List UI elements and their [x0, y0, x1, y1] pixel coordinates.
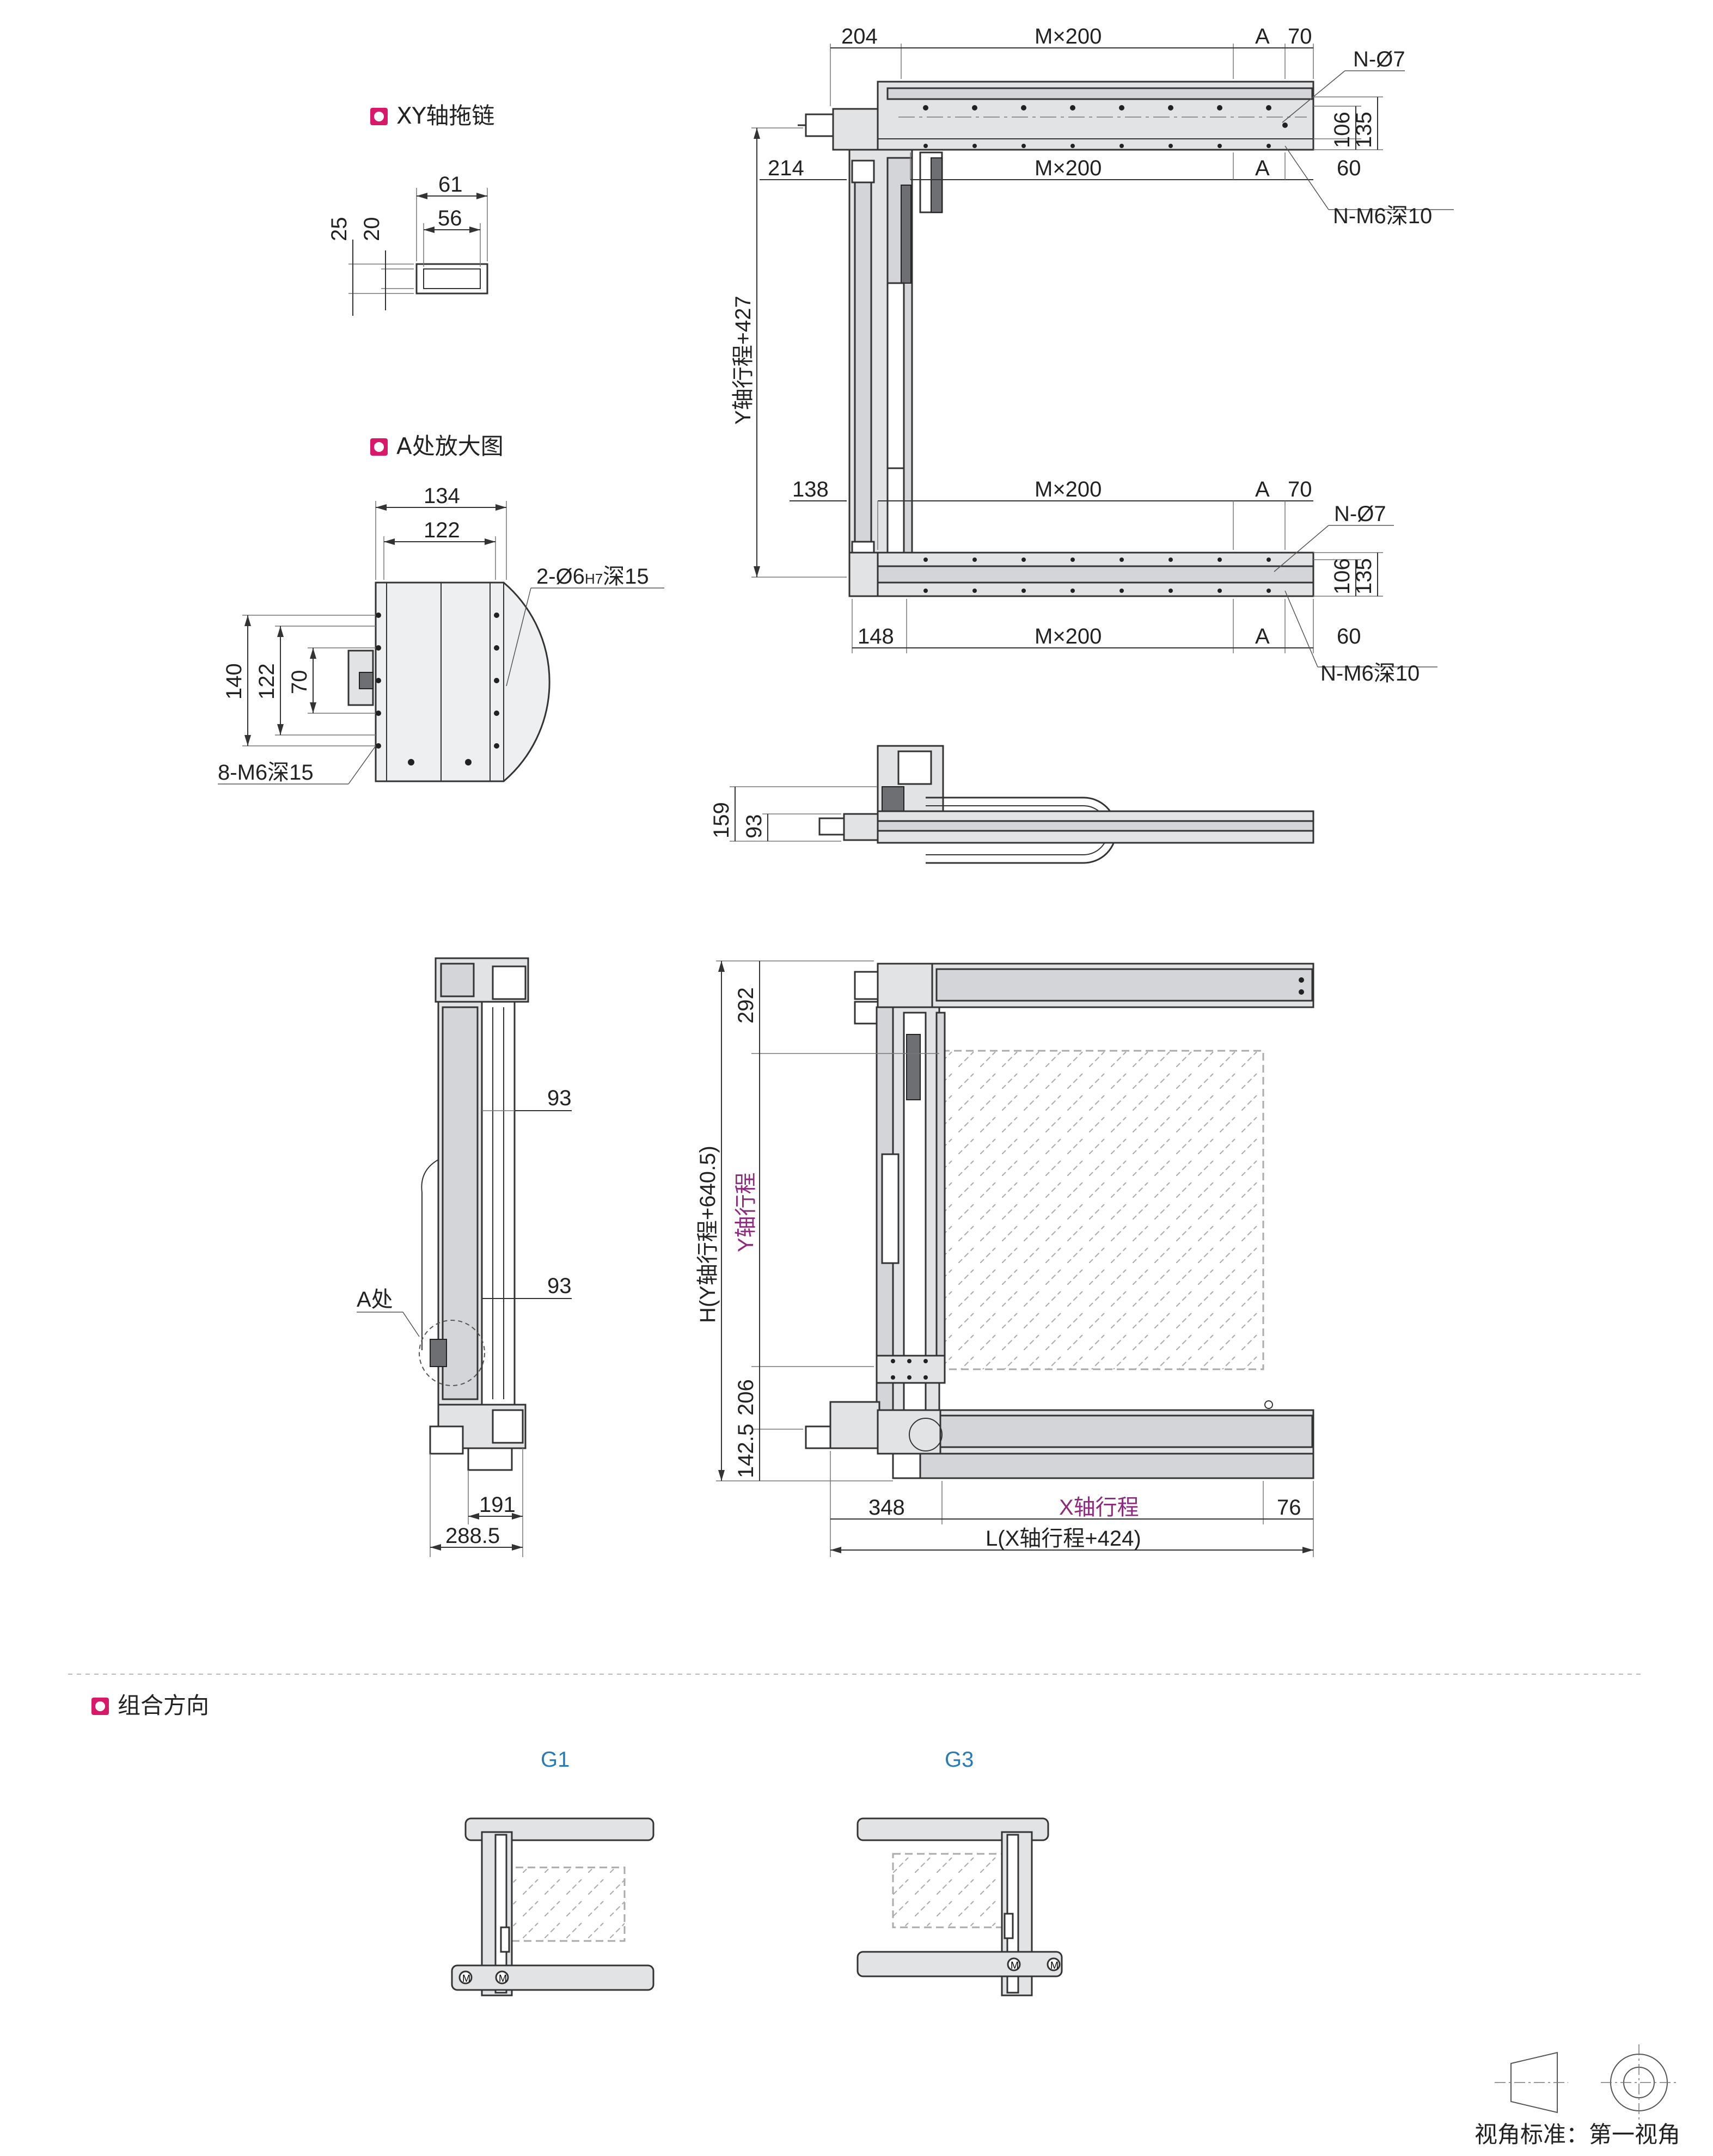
g1-bottom-beam — [451, 1964, 654, 1991]
dim-top-pitch: M×200 — [1035, 24, 1102, 48]
section-drag-chain: XY轴拖链 — [370, 102, 494, 129]
dim-76: 76 — [1277, 1496, 1301, 1520]
dim-top-70: 70 — [1288, 24, 1312, 48]
dim-bottom-a: A — [1255, 624, 1270, 648]
dim-292: 292 — [734, 987, 758, 1024]
main-view: H(Y轴行程+640.5) 292 Y轴行程 206 142.5 348 X轴行… — [696, 960, 1314, 1557]
g3-motor-mark-2: M — [1050, 1960, 1059, 1971]
section-title-drag-chain: XY轴拖链 — [396, 102, 494, 129]
dim-bottom-pitch: M×200 — [1035, 624, 1102, 648]
dim-bottom-60: 60 — [1337, 624, 1361, 648]
g3-bottom-beam — [856, 1951, 1063, 1977]
dim-y-stroke: Y轴行程 — [734, 1172, 758, 1252]
detail-a-marker — [419, 1320, 485, 1386]
section-title-detail-a: A处放大图 — [396, 433, 504, 460]
section-title-combination: 组合方向 — [118, 1692, 209, 1719]
dim-134: 134 — [424, 484, 460, 508]
main-bottom-motor — [829, 1401, 880, 1449]
dim-138: 138 — [792, 477, 829, 501]
dim-106-bottom: 106 — [1330, 558, 1354, 595]
g3-motor-mark-1: M — [1011, 1960, 1019, 1971]
dim-upper-a: A — [1255, 156, 1270, 180]
dim-top-a: A — [1255, 24, 1270, 48]
callout-tap-holes: 8-M6深15 — [218, 761, 314, 785]
label-a-mark: A处 — [357, 1288, 393, 1312]
dim-148: 148 — [858, 624, 894, 648]
section-combination: 组合方向 — [91, 1692, 209, 1719]
dim-mid-70: 70 — [1288, 477, 1312, 501]
combo-label-g1: G1 — [541, 1748, 570, 1772]
bottom-beam-holes — [923, 558, 1271, 593]
side-view: 93 93 A处 191 288.5 — [357, 957, 572, 1557]
front-view: 159 93 — [709, 745, 1314, 864]
detail-a-outline — [375, 581, 550, 782]
dim-mid-pitch: M×200 — [1035, 477, 1102, 501]
work-area — [941, 1050, 1264, 1370]
callout-top-hole: N-Ø7 — [1353, 47, 1405, 71]
dim-288-5: 288.5 — [445, 1524, 500, 1548]
g1-motor-mark-1: M — [462, 1973, 470, 1984]
dim-191: 191 — [479, 1493, 516, 1517]
first-angle-projection-icon — [1495, 2044, 1677, 2121]
section-detail-a: A处放大图 — [370, 433, 504, 460]
callout-mid-hole: N-Ø7 — [1334, 502, 1386, 526]
dim-upper-60: 60 — [1337, 156, 1361, 180]
g3-work-area — [892, 1853, 1008, 1928]
dim-70-height: 70 — [287, 670, 311, 695]
dim-56: 56 — [438, 206, 462, 230]
dim-25: 25 — [327, 217, 351, 242]
dim-159: 159 — [709, 802, 733, 838]
dim-135-top: 135 — [1352, 112, 1376, 148]
callout-bottom-tap: N-M6深10 — [1320, 661, 1420, 685]
dim-106-top: 106 — [1330, 112, 1354, 148]
dim-93-side-upper: 93 — [547, 1086, 572, 1110]
chain-inner — [423, 268, 481, 289]
section-bullet-inner — [374, 112, 384, 121]
g1-motor-mark-2: M — [499, 1973, 507, 1984]
dim-122-height: 122 — [255, 663, 279, 700]
view-standard-label: 视角标准：第一视角 — [1475, 2121, 1680, 2148]
dim-y-height: Y轴行程+427 — [731, 296, 755, 425]
g1-work-area — [503, 1866, 626, 1942]
callout-upper-tap: N-M6深10 — [1333, 204, 1432, 228]
dim-h-total: H(Y轴行程+640.5) — [696, 1146, 720, 1323]
g3-top-beam — [856, 1817, 1049, 1841]
drag-chain-section: 61 56 25 20 — [327, 173, 488, 316]
dim-206: 206 — [734, 1379, 758, 1416]
dim-61: 61 — [438, 173, 463, 197]
dim-122-width: 122 — [424, 518, 460, 542]
dim-l-total: L(X轴行程+424) — [986, 1527, 1141, 1551]
dim-mid-a: A — [1255, 477, 1270, 501]
section-bullet-inner — [95, 1701, 105, 1711]
top-view: 204 M×200 A 70 N-Ø7 214 M×200 A 60 N-M6深… — [731, 24, 1454, 685]
dim-20: 20 — [360, 217, 384, 242]
dim-93-front: 93 — [742, 814, 766, 839]
dim-214: 214 — [768, 156, 804, 180]
callout-pin-holes: 2-Ø6H7深15 — [536, 565, 649, 589]
top-motor — [832, 108, 879, 151]
dim-348: 348 — [868, 1496, 905, 1520]
detail-a-view: 134 122 140 122 70 2-Ø6H7深15 8-M6深15 — [218, 484, 664, 785]
combo-g1: G1 M M — [451, 1748, 654, 1996]
dim-93-side-lower: 93 — [547, 1274, 572, 1298]
combo-label-g3: G3 — [945, 1748, 974, 1772]
dim-x-stroke: X轴行程 — [1059, 1496, 1139, 1520]
dim-140: 140 — [222, 663, 246, 700]
top-beam-holes — [923, 105, 1288, 148]
dim-upper-pitch: M×200 — [1035, 156, 1102, 180]
dim-204: 204 — [841, 24, 878, 48]
dim-135-bottom: 135 — [1352, 558, 1376, 595]
dim-142-5: 142.5 — [734, 1424, 758, 1478]
combo-g3: G3 M M — [856, 1748, 1063, 1996]
section-bullet-inner — [374, 442, 384, 452]
